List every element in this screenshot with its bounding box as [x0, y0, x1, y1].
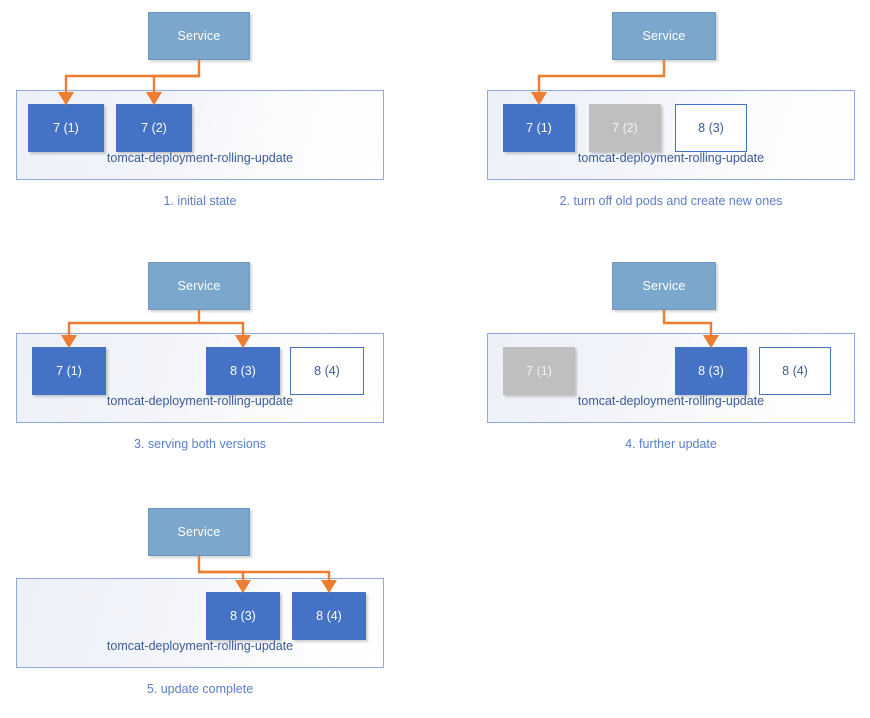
pod-8-3[interactable]: 8 (3) [206, 592, 280, 640]
pod-8-4[interactable]: 8 (4) [759, 347, 831, 395]
service-box: Service [148, 262, 250, 310]
pod-label: 7 (1) [526, 121, 552, 135]
pod-label: 8 (4) [314, 364, 340, 378]
service-label: Service [177, 279, 221, 293]
pod-label: 8 (3) [698, 121, 724, 135]
service-label: Service [642, 29, 686, 43]
panel-4-caption: 4. further update [625, 437, 717, 451]
pod-label: 8 (3) [230, 609, 256, 623]
pod-7-1[interactable]: 7 (1) [503, 104, 575, 152]
pod-7-2[interactable]: 7 (2) [589, 104, 661, 152]
pod-label: 7 (2) [612, 121, 638, 135]
pod-label: 8 (3) [230, 364, 256, 378]
pod-7-1[interactable]: 7 (1) [503, 347, 575, 395]
pod-8-4[interactable]: 8 (4) [290, 347, 364, 395]
deployment-name-label: tomcat-deployment-rolling-update [106, 151, 294, 165]
deployment-name-label: tomcat-deployment-rolling-update [577, 394, 765, 408]
pod-label: 8 (3) [698, 364, 724, 378]
pod-label: 7 (2) [141, 121, 167, 135]
service-label: Service [642, 279, 686, 293]
pod-label: 8 (4) [782, 364, 808, 378]
pod-7-2[interactable]: 7 (2) [116, 104, 192, 152]
service-label: Service [177, 525, 221, 539]
pod-label: 8 (4) [316, 609, 342, 623]
panel-2-caption: 2. turn off old pods and create new ones [559, 194, 783, 208]
pod-7-1[interactable]: 7 (1) [28, 104, 104, 152]
pod-8-3[interactable]: 8 (3) [675, 104, 747, 152]
deployment-name-label: tomcat-deployment-rolling-update [106, 639, 294, 653]
pod-7-1[interactable]: 7 (1) [32, 347, 106, 395]
service-box: Service [612, 12, 716, 60]
service-box: Service [148, 508, 250, 556]
pod-label: 7 (1) [56, 364, 82, 378]
panel-1-caption: 1. initial state [163, 194, 237, 208]
service-box: Service [148, 12, 250, 60]
deployment-name-label: tomcat-deployment-rolling-update [577, 151, 765, 165]
pod-label: 7 (1) [526, 364, 552, 378]
pod-8-3[interactable]: 8 (3) [206, 347, 280, 395]
pod-label: 7 (1) [53, 121, 79, 135]
deployment-name-label: tomcat-deployment-rolling-update [106, 394, 294, 408]
pod-8-3[interactable]: 8 (3) [675, 347, 747, 395]
service-label: Service [177, 29, 221, 43]
panel-5-caption: 5. update complete [146, 682, 254, 696]
service-box: Service [612, 262, 716, 310]
pod-8-4[interactable]: 8 (4) [292, 592, 366, 640]
panel-3-caption: 3. serving both versions [133, 437, 266, 451]
